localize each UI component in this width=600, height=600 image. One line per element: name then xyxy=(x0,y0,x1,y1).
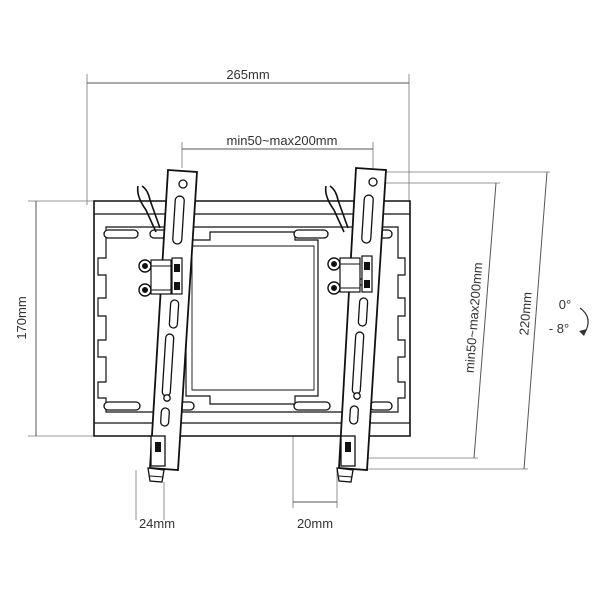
tilt-indicator: 0° - 8° xyxy=(549,297,589,336)
dim-arm-height: 220mm xyxy=(350,171,550,470)
label-bottom-right: 20mm xyxy=(297,516,333,531)
right-arm xyxy=(324,167,387,483)
dim-bottom-left: 24mm xyxy=(135,470,175,531)
label-tilt-bottom: - 8° xyxy=(549,321,569,336)
dim-plate-height: 170mm xyxy=(14,200,94,437)
dim-hole-spacing-horizontal: min50~max200mm xyxy=(181,133,374,168)
label-hole-spacing-horizontal: min50~max200mm xyxy=(227,133,338,148)
label-arm-height: 220mm xyxy=(516,291,534,335)
label-bottom-left: 24mm xyxy=(139,516,175,531)
label-tilt-top: 0° xyxy=(559,297,571,312)
label-plate-height: 170mm xyxy=(14,296,29,339)
label-total-width: 265mm xyxy=(226,67,269,82)
left-arm xyxy=(136,169,198,483)
dim-bottom-right: 20mm xyxy=(292,436,338,531)
dim-total-width: 265mm xyxy=(86,67,410,205)
